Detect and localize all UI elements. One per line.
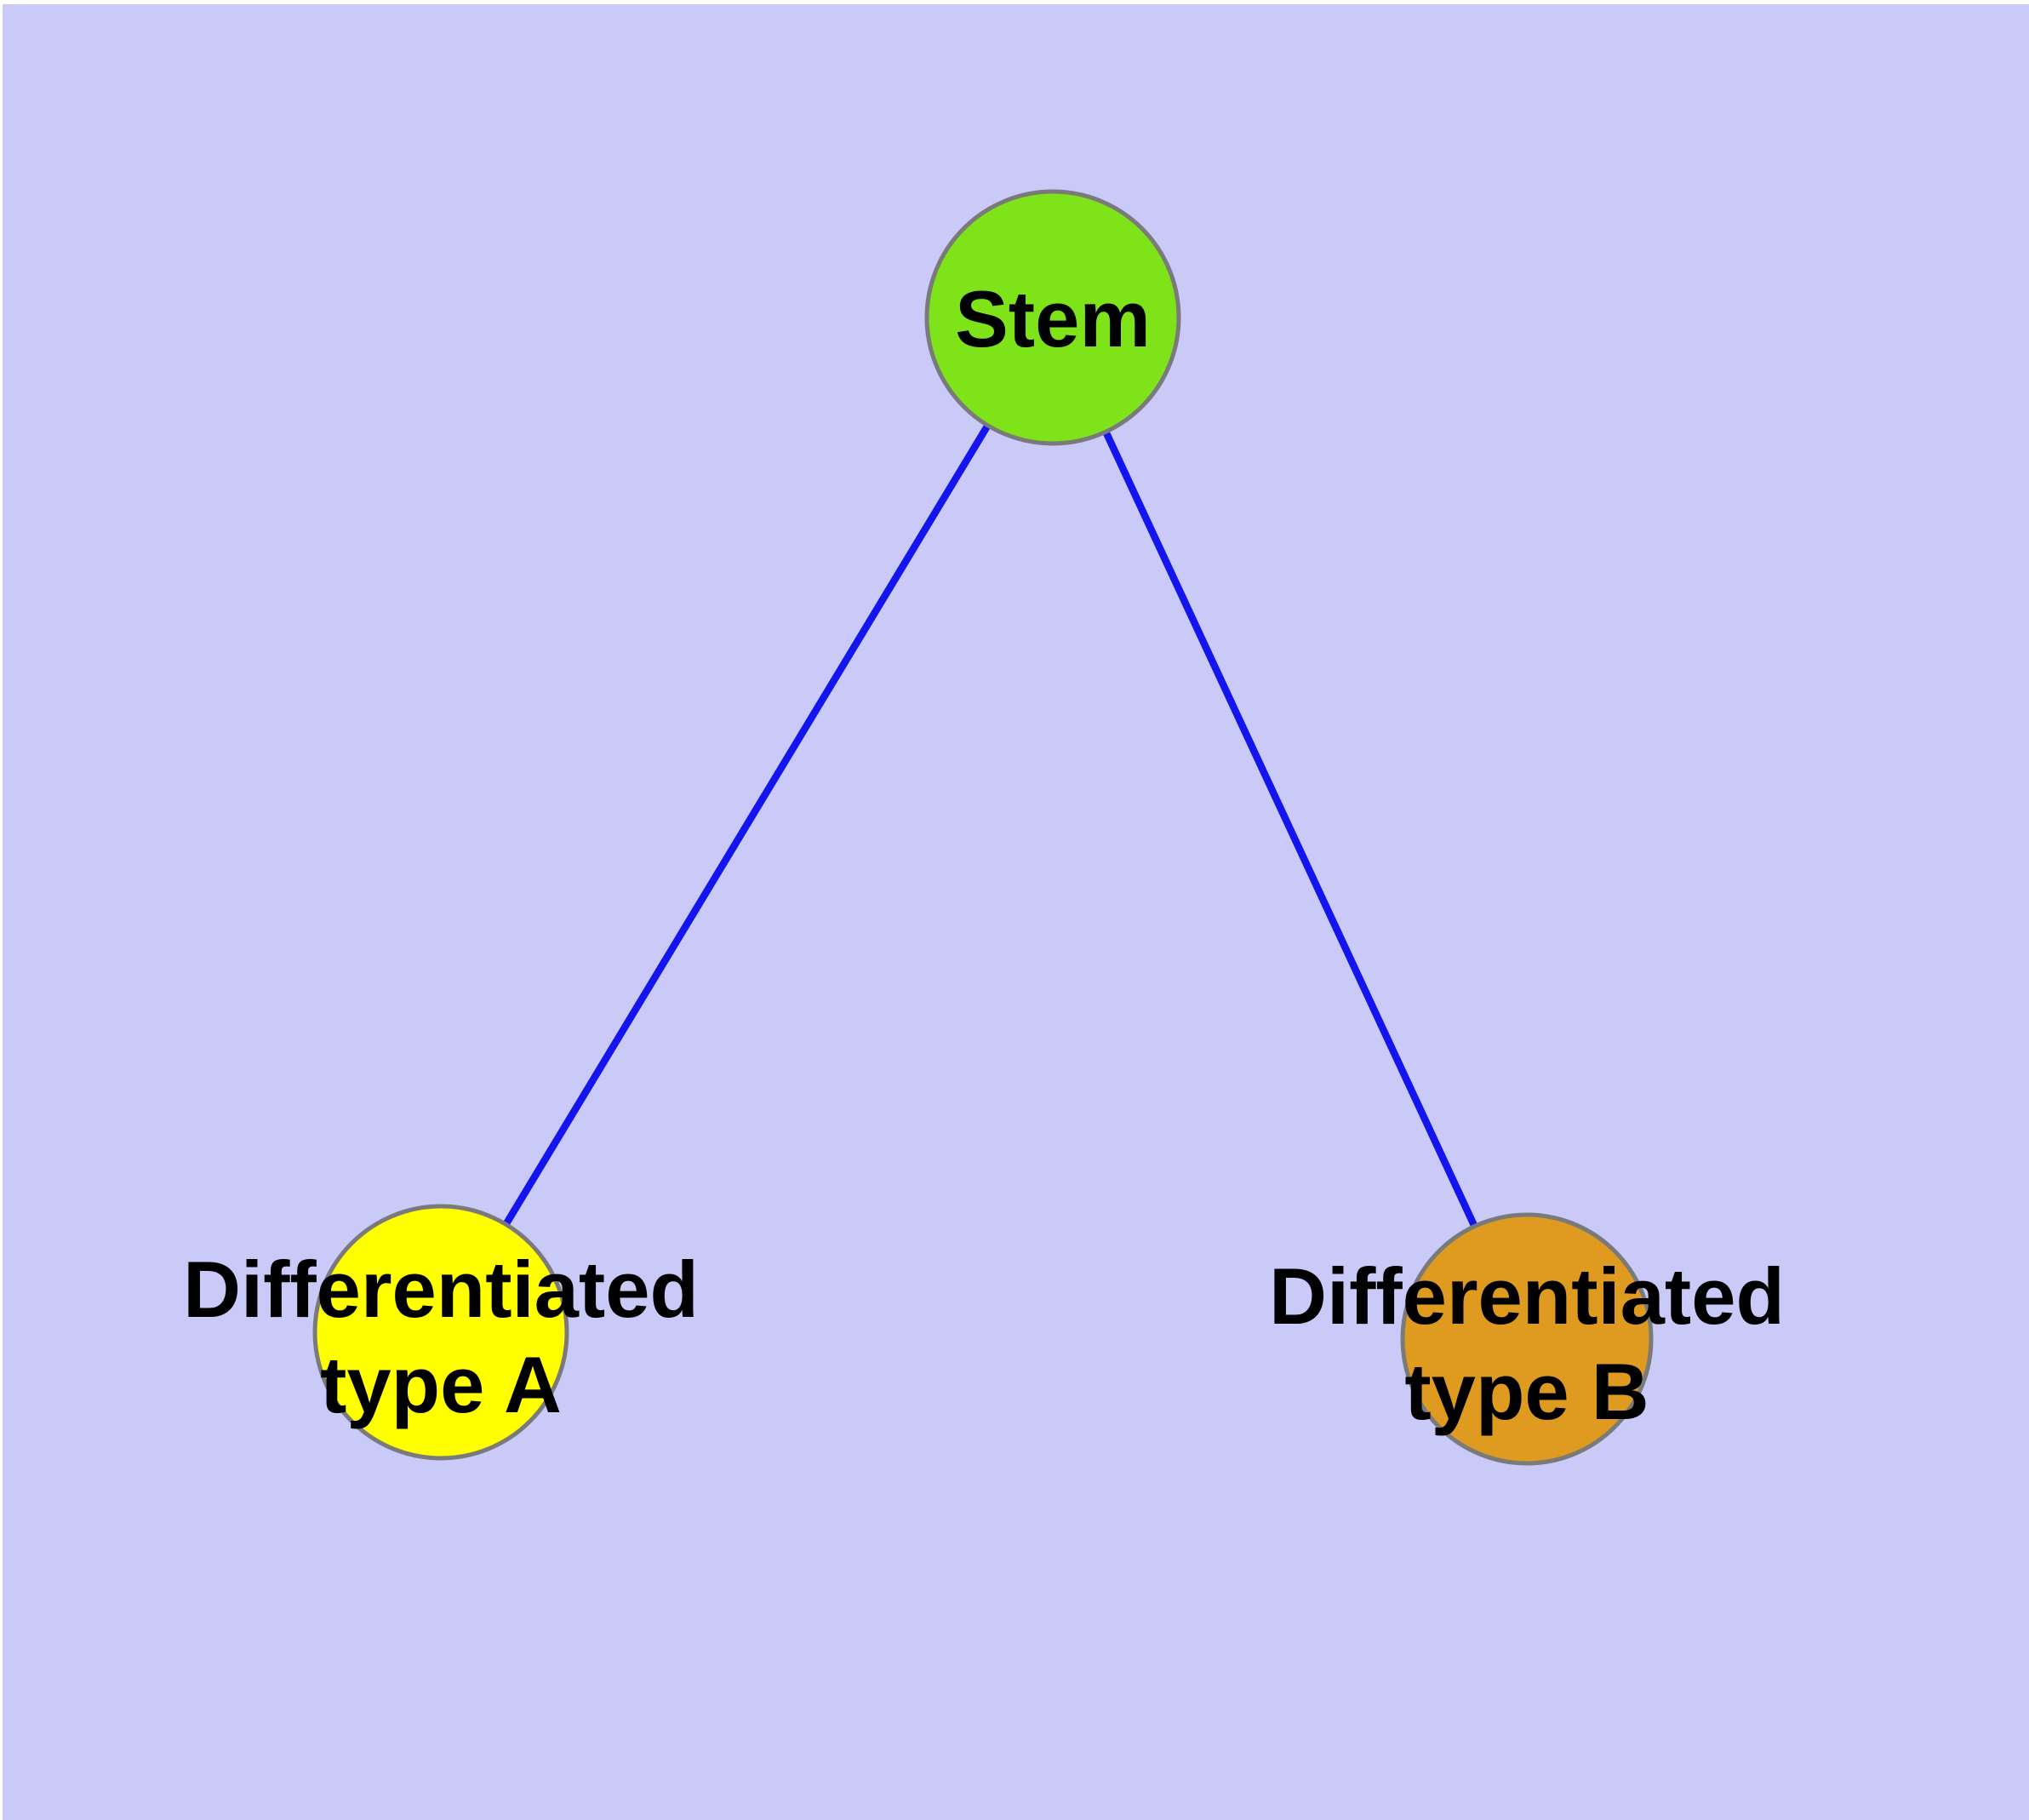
edge-stem-to-type-b bbox=[1049, 316, 1530, 1341]
edge-stem-to-type-a bbox=[437, 315, 1056, 1335]
type-a-node-label-line1: Differentiated bbox=[183, 1245, 699, 1334]
type-b-node-label-line2: type B bbox=[1404, 1347, 1649, 1436]
type-a-node bbox=[312, 1204, 569, 1461]
type-a-node-label-line2: type A bbox=[320, 1340, 562, 1429]
type-b-node-label-line1: Differentiated bbox=[1269, 1251, 1785, 1341]
type-b-node bbox=[1400, 1212, 1654, 1466]
stem-node-label: Stem bbox=[955, 274, 1151, 363]
stem-node bbox=[924, 189, 1181, 446]
